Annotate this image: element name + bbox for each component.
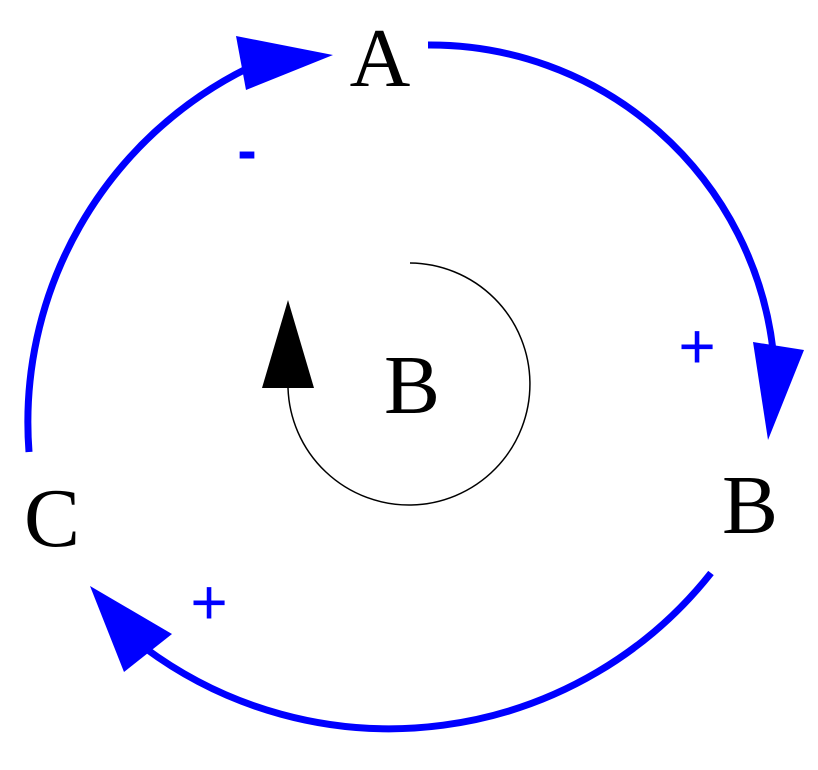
- loop-marker: B: [262, 262, 531, 506]
- link-a-to-b-arc: [427, 41, 777, 351]
- link-b-to-c-arrowhead: [90, 586, 172, 672]
- link-c-to-a: -: [24, 36, 333, 453]
- link-c-to-a-arrowhead: [236, 36, 333, 90]
- link-b-to-c-arc: [142, 570, 714, 733]
- node-c-label: C: [24, 472, 80, 565]
- link-c-to-a-arc: [24, 64, 250, 453]
- link-a-to-b-arrowhead: [753, 342, 804, 440]
- link-c-to-a-polarity: -: [237, 118, 256, 183]
- link-b-to-c-polarity: +: [190, 566, 227, 638]
- loop-label: B: [384, 339, 440, 432]
- node-a-label: A: [350, 12, 411, 105]
- link-a-to-b-polarity: +: [678, 310, 715, 382]
- link-b-to-c: +: [90, 566, 714, 733]
- link-a-to-b: +: [427, 41, 804, 440]
- node-b-label: B: [722, 459, 778, 552]
- loop-marker-arc: [287, 262, 531, 506]
- loop-marker-arrowhead: [262, 300, 314, 388]
